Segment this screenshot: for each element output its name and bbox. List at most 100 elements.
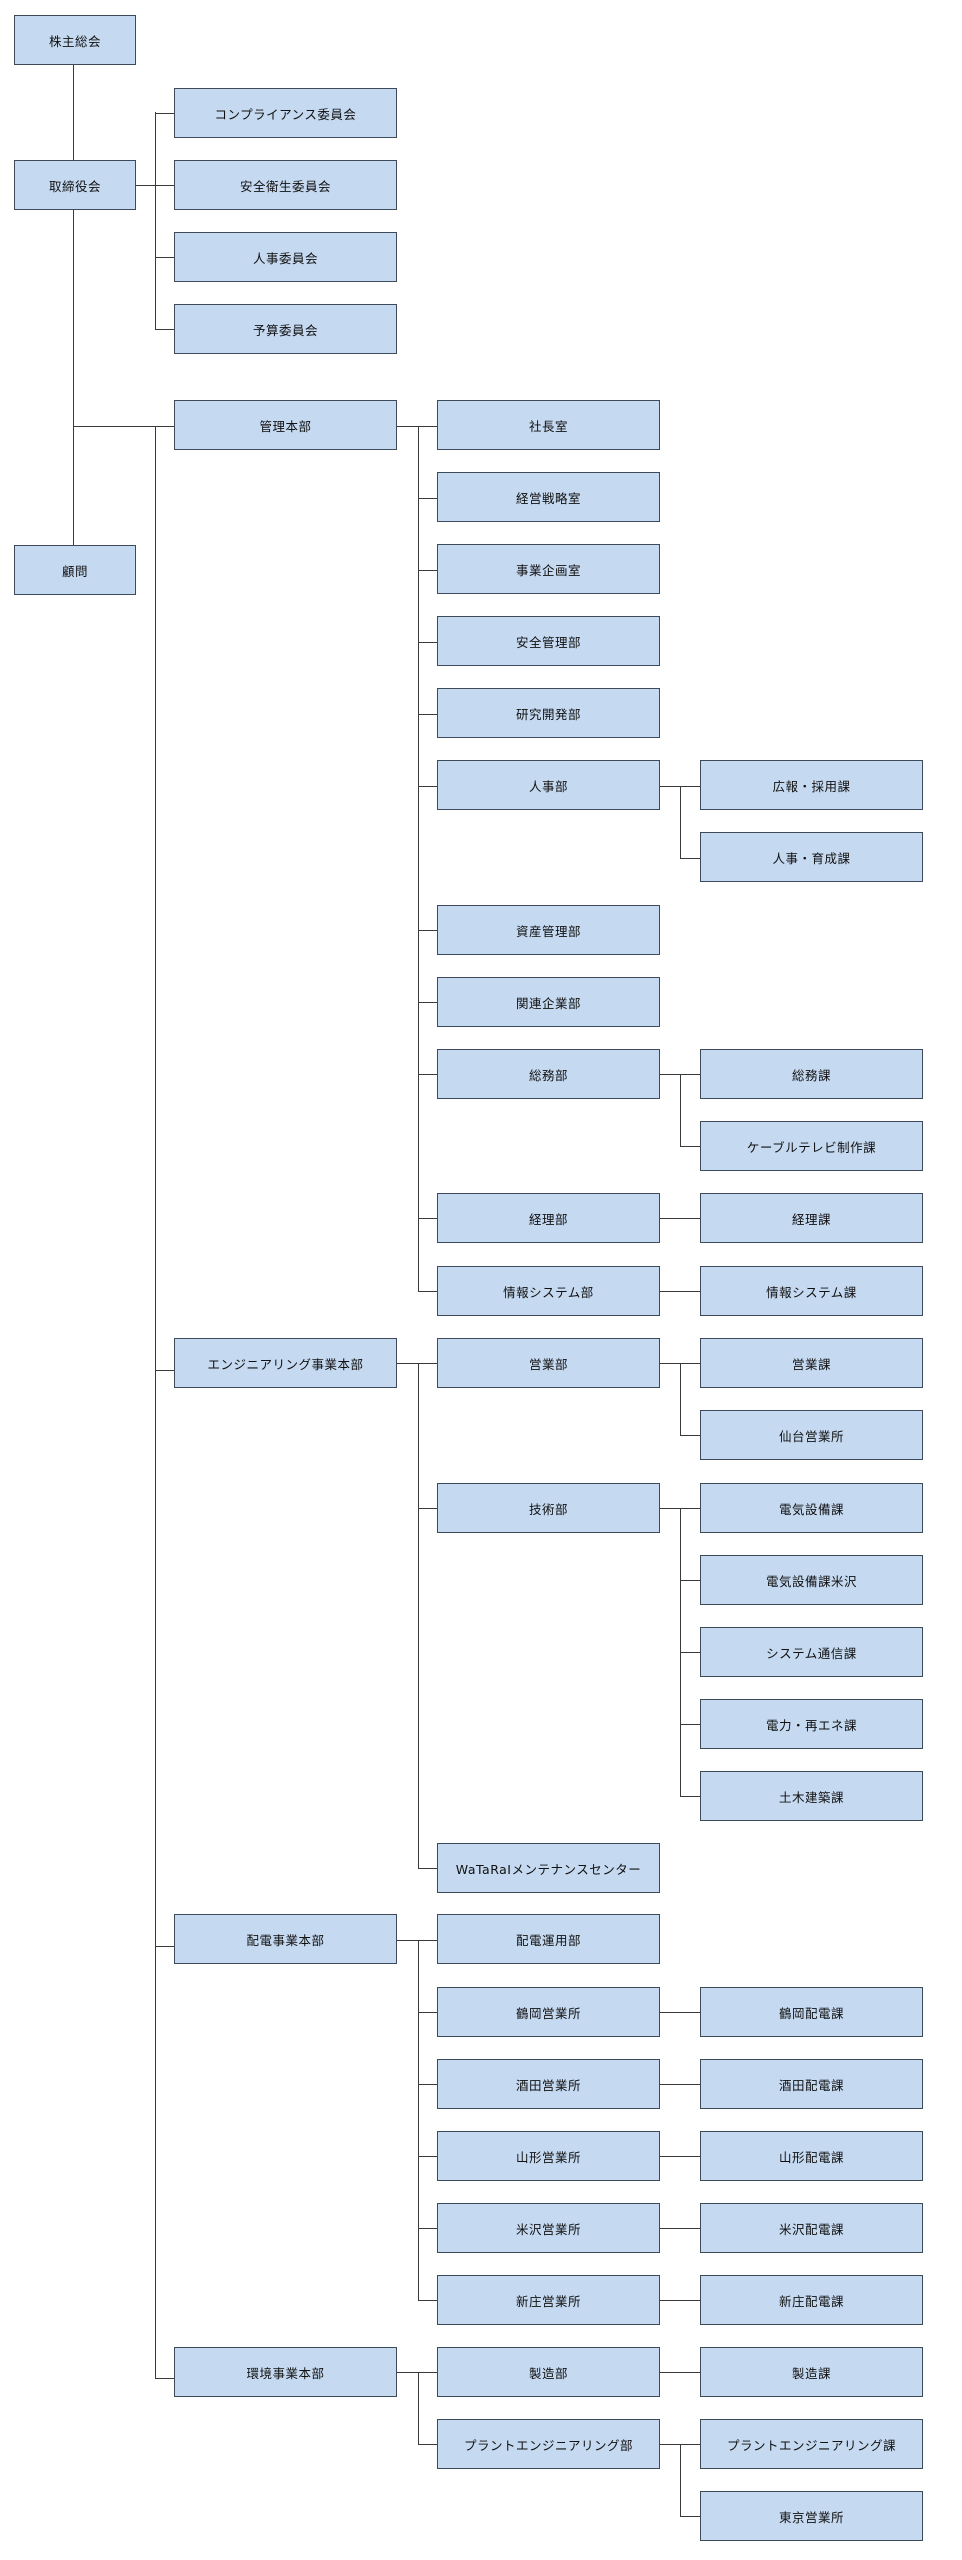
node-department: 経営戦略室 <box>437 472 660 522</box>
connector-line <box>155 1946 174 1947</box>
connector-line <box>155 257 174 258</box>
node-department: 社長室 <box>437 400 660 450</box>
node-section: 総務課 <box>700 1049 923 1099</box>
connector-line <box>418 570 437 571</box>
connector-line <box>680 1363 681 1435</box>
connector-line <box>680 1146 700 1147</box>
connector-line <box>680 2516 700 2517</box>
node-department: 安全管理部 <box>437 616 660 666</box>
node-department: 鶴岡営業所 <box>437 1987 660 2037</box>
node-department: 山形営業所 <box>437 2131 660 2181</box>
connector-line <box>418 2444 437 2445</box>
node-department: 酒田営業所 <box>437 2059 660 2109</box>
connector-line <box>660 2156 700 2157</box>
node-section: 新庄配電課 <box>700 2275 923 2325</box>
connector-line <box>660 2372 700 2373</box>
connector-line <box>660 2084 700 2085</box>
node-section: 鶴岡配電課 <box>700 1987 923 2037</box>
node-section: 広報・採用課 <box>700 760 923 810</box>
connector-line <box>680 1652 700 1653</box>
connector-line <box>680 1435 700 1436</box>
node-department: 米沢営業所 <box>437 2203 660 2253</box>
node-section: 電力・再エネ課 <box>700 1699 923 1749</box>
connector-line <box>418 1291 437 1292</box>
connector-line <box>680 1580 700 1581</box>
node-department: 資産管理部 <box>437 905 660 955</box>
connector-line <box>73 426 174 427</box>
connector-line <box>418 1002 437 1003</box>
node-board: 取締役会 <box>14 160 136 210</box>
node-section: 土木建築課 <box>700 1771 923 1821</box>
node-division: エンジニアリング事業本部 <box>174 1338 397 1388</box>
connector-line <box>418 1508 437 1509</box>
node-department: 関連企業部 <box>437 977 660 1027</box>
connector-line <box>418 426 419 1292</box>
node-department: プラントエンジニアリング部 <box>437 2419 660 2469</box>
connector-line <box>680 1724 700 1725</box>
connector-line <box>418 714 437 715</box>
connector-line <box>680 858 700 859</box>
node-section: 電気設備課 <box>700 1483 923 1533</box>
node-division: 配電事業本部 <box>174 1914 397 1964</box>
node-department: 配電運用部 <box>437 1914 660 1964</box>
node-department: 営業部 <box>437 1338 660 1388</box>
node-shareholders-meeting: 株主総会 <box>14 15 136 65</box>
node-department: 総務部 <box>437 1049 660 1099</box>
connector-line <box>155 1370 174 1371</box>
connector-line <box>418 498 437 499</box>
connector-line <box>660 2012 700 2013</box>
connector-line <box>397 1363 437 1364</box>
node-department: 事業企画室 <box>437 544 660 594</box>
connector-line <box>155 112 156 330</box>
node-section: 製造課 <box>700 2347 923 2397</box>
node-department: 経理部 <box>437 1193 660 1243</box>
connector-line <box>660 2228 700 2229</box>
connector-line <box>418 1074 437 1075</box>
node-department: 人事部 <box>437 760 660 810</box>
connector-line <box>418 2372 419 2444</box>
node-section: 人事・育成課 <box>700 832 923 882</box>
node-section: 仙台営業所 <box>700 1410 923 1460</box>
node-section: 経理課 <box>700 1193 923 1243</box>
connector-line <box>418 2012 437 2013</box>
connector-line <box>680 1796 700 1797</box>
node-committee: 安全衛生委員会 <box>174 160 397 210</box>
connector-line <box>418 1940 419 2300</box>
connector-line <box>418 2084 437 2085</box>
node-department: 新庄営業所 <box>437 2275 660 2325</box>
connector-line <box>680 1074 681 1146</box>
node-committee: コンプライアンス委員会 <box>174 88 397 138</box>
connector-line <box>418 2300 437 2301</box>
node-department: 情報システム部 <box>437 1266 660 1316</box>
node-section: 山形配電課 <box>700 2131 923 2181</box>
connector-line <box>136 185 174 186</box>
connector-line <box>660 1291 700 1292</box>
node-department: 研究開発部 <box>437 688 660 738</box>
node-section: 情報システム課 <box>700 1266 923 1316</box>
node-section: 電気設備課米沢 <box>700 1555 923 1605</box>
node-division: 環境事業本部 <box>174 2347 397 2397</box>
connector-line <box>418 1218 437 1219</box>
node-section: 東京営業所 <box>700 2491 923 2541</box>
connector-line <box>155 426 156 2378</box>
connector-line <box>418 642 437 643</box>
connector-line <box>397 2372 437 2373</box>
connector-line <box>73 64 74 569</box>
connector-line <box>418 786 437 787</box>
connector-line <box>680 786 681 858</box>
node-section: 米沢配電課 <box>700 2203 923 2253</box>
node-division: 管理本部 <box>174 400 397 450</box>
connector-line <box>418 1868 437 1869</box>
connector-line <box>155 2378 174 2379</box>
node-section: ケーブルテレビ制作課 <box>700 1121 923 1171</box>
node-section: システム通信課 <box>700 1627 923 1677</box>
connector-line <box>418 930 437 931</box>
connector-line <box>155 329 174 330</box>
connector-line <box>660 1218 700 1219</box>
node-advisor: 顧問 <box>14 545 136 595</box>
connector-line <box>397 1940 437 1941</box>
node-department: 製造部 <box>437 2347 660 2397</box>
node-department: 技術部 <box>437 1483 660 1533</box>
node-section: プラントエンジニアリング課 <box>700 2419 923 2469</box>
